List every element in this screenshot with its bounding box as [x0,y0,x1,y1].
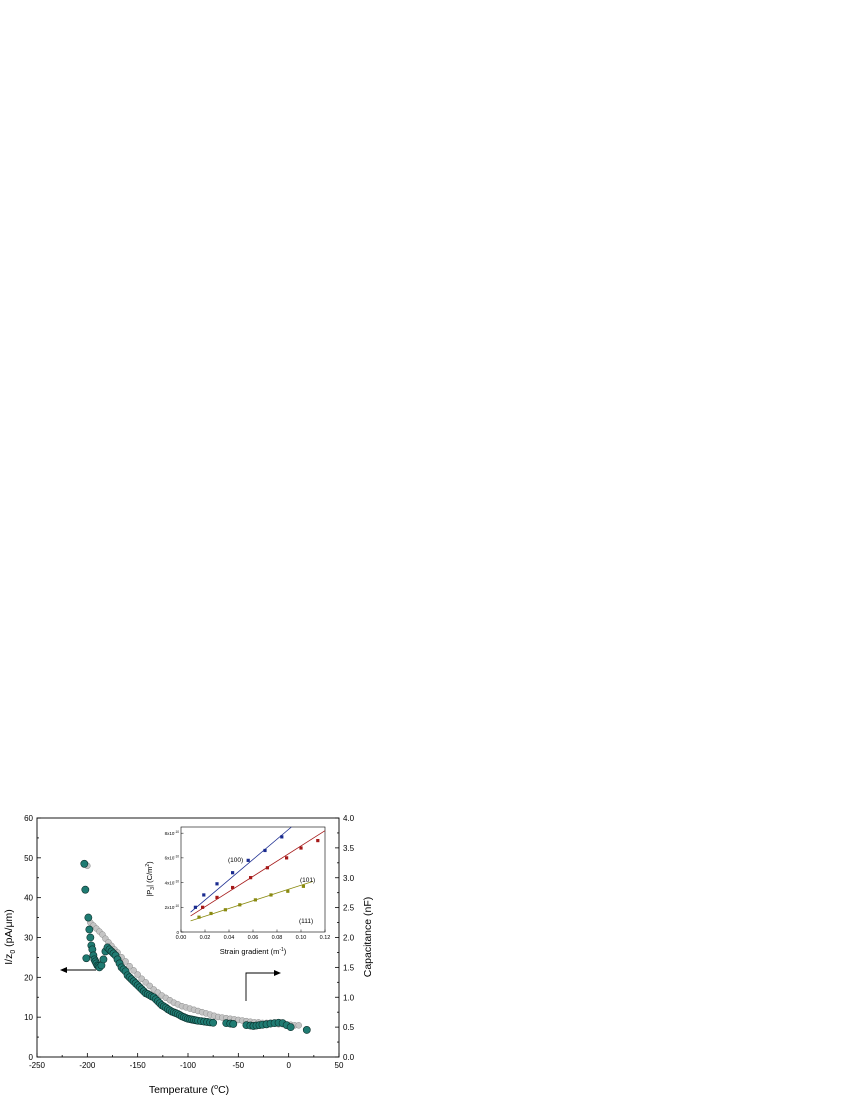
main-y2-axis-title: Capacitance (nF) [362,897,374,978]
current-point [82,954,91,963]
inset-data-point [231,885,235,890]
y-tick-label: 10 [24,1013,33,1022]
y-tick-label: 0 [29,1053,34,1062]
inset-y-axis-title: |P3| (C/m2) [145,861,156,897]
inset-fit-line [190,830,326,917]
right-axis-arrow [245,970,281,1001]
y2-tick-label: 2.0 [343,934,355,943]
inset-data-point [253,898,257,902]
y2-tick-label: 1.5 [343,963,355,972]
x-tick-label: 0 [286,1061,291,1070]
y-tick-label: 30 [24,934,33,943]
current-point [80,859,89,868]
inset-x-axis-title: Strain gradient (m-1) [220,947,287,956]
inset-data [190,826,326,922]
current-point [286,1023,295,1032]
y-tick-label: 50 [24,854,33,863]
x-tick-label: -250 [29,1061,46,1070]
y2-tick-label: 1.0 [343,993,355,1002]
inset-data-point [316,838,320,843]
y2-tick-label: 0.5 [343,1023,355,1032]
inset-data-point [201,905,205,909]
y2-tick-label: 4.0 [343,814,355,823]
capacitance-point [142,979,149,986]
inset-y-tick-label: 2x10-10 [165,904,180,910]
x-tick-label: 50 [335,1061,344,1070]
inset-y-tick-label: 6x10-10 [165,855,180,861]
inset-data-point [197,915,201,919]
current-point [99,955,108,964]
current-point [302,1026,311,1034]
inset-x-tick-label: 0.06 [248,935,259,941]
x-tick-label: -50 [233,1061,245,1070]
x-tick-label: -100 [180,1061,197,1070]
inset-annotation-111: (111) [299,918,313,925]
inset-x-tick-label: 0.12 [320,935,331,941]
inset-x-tick-label: 0.00 [176,935,187,941]
x-tick-label: -200 [79,1061,96,1070]
inset-annotation-101: (101) [300,877,315,884]
inset-data-point [246,858,250,862]
inset-data-point [280,835,284,839]
y2-tick-label: 3.0 [343,874,355,883]
main-data-points [80,859,311,1034]
current-point [85,925,94,934]
current-point [86,933,95,942]
inset-y-tick-label: 8x10-10 [165,830,180,836]
current-point [84,913,93,922]
capacitance-point [126,962,133,970]
main-axis-ticks: -250 -200 -150 -100 -50 0 50 0 10 20 30 40 50 60 0.0 0.… [24,814,355,1070]
inset-y-tick-label: 4x10-10 [165,879,180,885]
inset-data-point [263,848,267,853]
main-y-axis-title: I/z0 (pA/μm) [3,909,17,964]
inset-data-point [301,884,305,888]
inset-data-point [215,895,219,900]
current-point [81,885,90,894]
capacitance-point [134,971,141,978]
inset-fit-line [190,826,292,913]
inset-data-point [249,876,253,880]
inset-x-tick-label: 0.02 [200,935,211,941]
capacitance-point [295,1022,302,1029]
inset-data-point [269,893,273,897]
inset-data-point [238,903,242,907]
inset-frame [180,826,326,933]
y-tick-label: 20 [24,973,33,982]
inset-x-tick-label: 0.04 [224,935,235,941]
inset-x-tick-label: 0.08 [272,935,283,941]
inset-data-point [231,871,235,875]
y-tick-label: 60 [24,814,33,823]
inset-axis-ticks: 0.00 0.02 0.04 0.06 0.08 0.10 0.12 0 2x10-10 4x10… [165,830,331,941]
y2-tick-label: 3.5 [343,844,355,853]
current-point [209,1018,218,1027]
capacitance-point [146,982,153,990]
inset-data-point [215,882,219,886]
x-tick-label: -150 [130,1061,147,1070]
capacitance-point [138,975,145,982]
y-tick-label: 40 [24,894,33,903]
inset-data-point [202,893,206,897]
inset-data-point [285,856,289,860]
inset-data-point [209,911,213,916]
left-axis-arrow [60,967,96,973]
current-point [229,1020,238,1028]
inset-data-point [299,846,303,850]
inset-data-point [193,905,197,909]
inset-annotation-100: (100) [228,857,243,864]
inset-data-point [265,866,269,870]
inset-x-tick-label: 0.10 [296,935,307,941]
y2-tick-label: 2.5 [343,904,355,913]
inset-y-tick-label: 0 [176,930,179,935]
capacitance-point [122,958,129,965]
inset-data-point [286,889,290,893]
capacitance-point [130,967,137,974]
main-x-axis-title: Temperature (oC) [149,1084,229,1096]
y2-tick-label: 0.0 [343,1053,355,1062]
inset-data-point [223,908,227,912]
